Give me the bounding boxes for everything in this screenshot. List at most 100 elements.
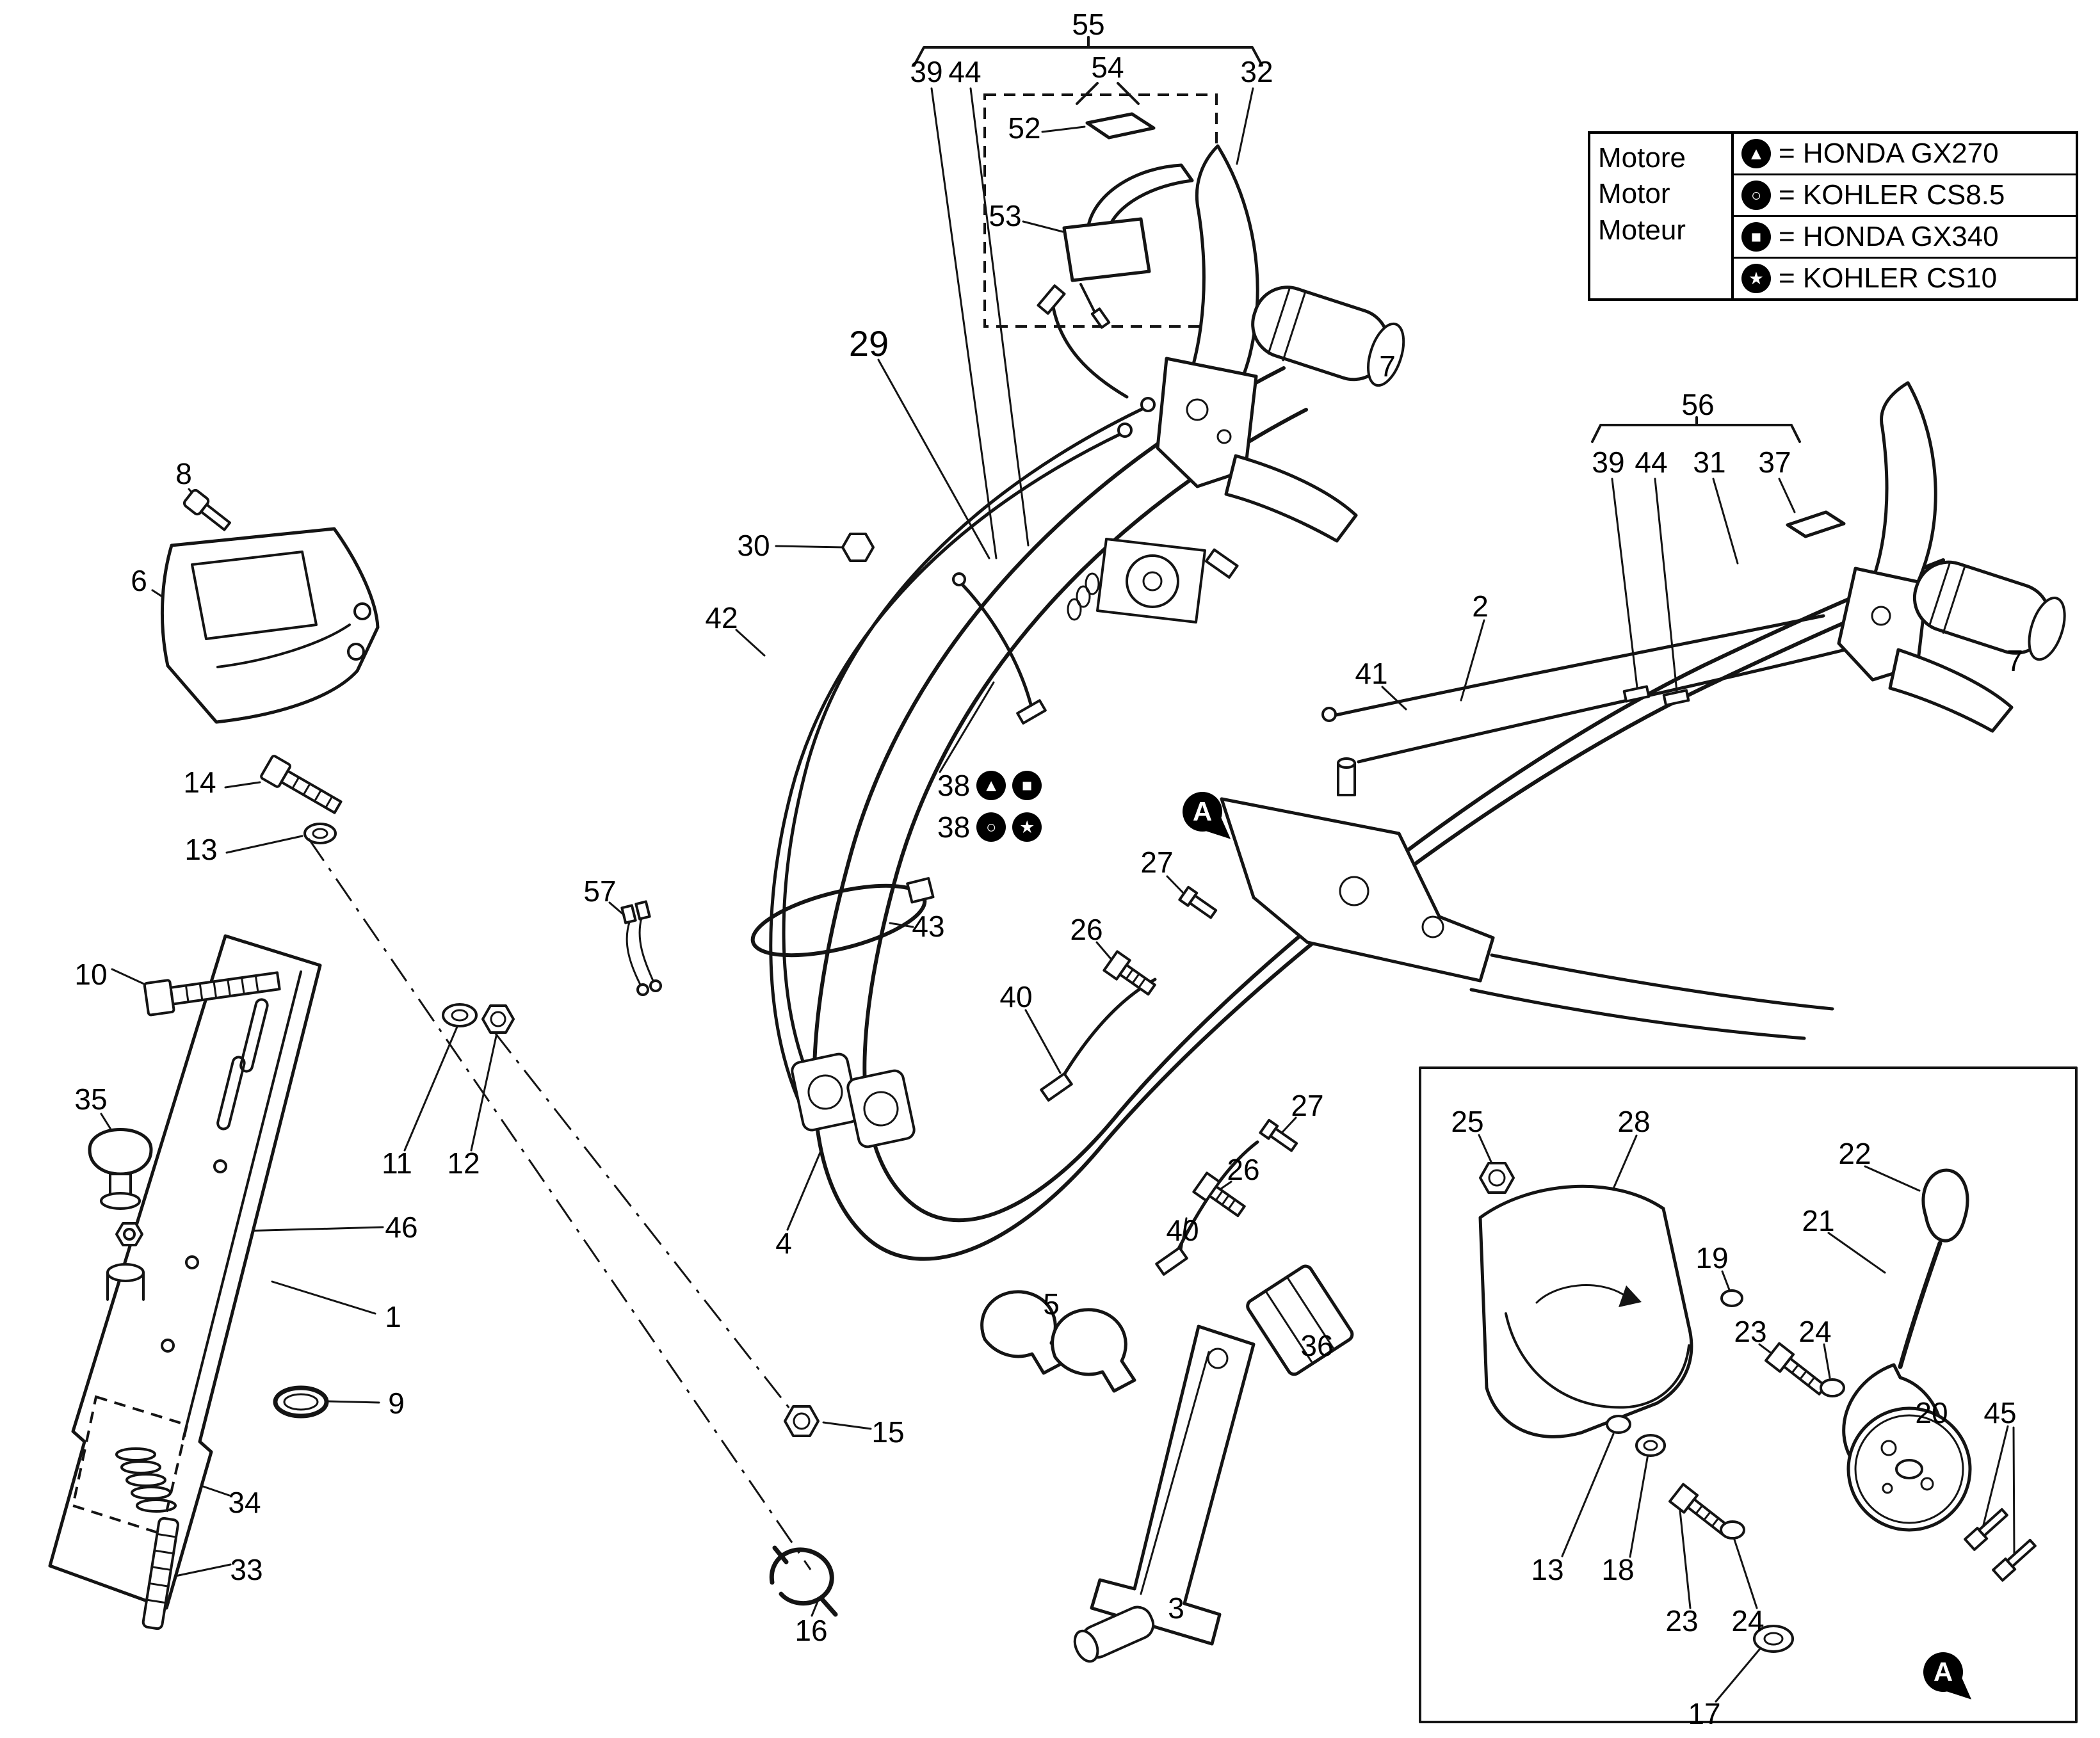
part-callout-22: 22 <box>1838 1137 1871 1170</box>
part-callout-32: 32 <box>1240 55 1273 88</box>
part-callout-36: 36 <box>1300 1329 1334 1362</box>
part-callout-29: 29 <box>848 323 889 364</box>
part-callout-44: 44 <box>948 55 981 88</box>
cable-adjusters <box>1040 885 1298 1276</box>
part-callout-3: 3 <box>1168 1591 1184 1625</box>
part-callout-20: 20 <box>1915 1396 1948 1429</box>
legend-title-line: Motor <box>1598 178 1670 210</box>
part-callout-7: 7 <box>2007 644 2023 677</box>
legend-engine-label: = HONDA GX270 <box>1779 138 1999 169</box>
legend-row-square: ■ = HONDA GX340 <box>1734 217 2076 259</box>
grouping-brackets <box>913 36 1801 443</box>
part-callout-13: 13 <box>184 833 218 866</box>
detail-marker-badge: A <box>1183 792 1222 832</box>
circle-symbol-icon: ○ <box>1741 181 1771 210</box>
part-callout-54: 54 <box>1091 51 1124 84</box>
part-callout-label: 38 <box>937 769 971 802</box>
part-callout-41: 41 <box>1355 657 1388 690</box>
part-callout-24: 24 <box>1731 1604 1765 1637</box>
frame-bracket <box>1220 757 1834 1040</box>
part-callout-39: 39 <box>910 55 943 88</box>
part-callout-28: 28 <box>1617 1105 1651 1138</box>
part-callout-33: 33 <box>230 1553 263 1586</box>
part-callout-11: 11 <box>382 1147 412 1180</box>
triangle-symbol-icon: ▲ <box>976 771 1006 800</box>
part-callout-6: 6 <box>131 564 147 597</box>
legend-row-circle: ○ = KOHLER CS8.5 <box>1734 175 2076 217</box>
stand-leg <box>980 1264 1354 1663</box>
detail-inset-box <box>1419 1066 2078 1723</box>
part-callout-14: 14 <box>183 766 216 799</box>
part-callout-34: 34 <box>228 1486 261 1519</box>
part-callout-52: 52 <box>1008 111 1041 145</box>
square-symbol-icon: ■ <box>1741 222 1771 252</box>
legend-title-line: Motore <box>1598 142 1686 173</box>
part-callout-27: 27 <box>1140 846 1174 879</box>
part-callout-53: 53 <box>989 199 1022 232</box>
part-callout-31: 31 <box>1693 446 1726 479</box>
part-callout-13: 13 <box>1531 1553 1564 1586</box>
part-callout-37: 37 <box>1758 446 1791 479</box>
part-callout-44: 44 <box>1635 446 1668 479</box>
legend-engine-label: = KOHLER CS8.5 <box>1779 179 2005 211</box>
part-callout-23: 23 <box>1665 1604 1699 1637</box>
part-callout-27: 27 <box>1291 1089 1324 1122</box>
part-callout-30: 30 <box>737 529 770 562</box>
part-callout-57: 57 <box>583 874 617 908</box>
part-callout-55: 55 <box>1072 8 1105 41</box>
part-callout-42: 42 <box>705 601 738 634</box>
detail-marker-badge: A <box>1923 1652 1963 1692</box>
handlebar-assembly <box>750 144 2066 1261</box>
part-callout-1: 1 <box>385 1300 401 1333</box>
part-callout-12: 12 <box>447 1147 480 1180</box>
part-callout-56: 56 <box>1681 388 1715 421</box>
legend-row-star: ★= KOHLER CS10 <box>1734 259 2076 298</box>
part-callout-39: 39 <box>1592 446 1625 479</box>
fasteners-left <box>115 755 838 1630</box>
legend-engine-label: = HONDA GX340 <box>1779 221 1999 252</box>
part-callout-45: 45 <box>1983 1396 2017 1429</box>
handlebar-support-column <box>48 934 329 1610</box>
detail-marker-A: A <box>1183 792 1238 848</box>
part-callout-26: 26 <box>1227 1153 1260 1186</box>
legend-title-line: Moteur <box>1598 214 1686 246</box>
wiring-harness <box>620 900 662 996</box>
part-callout-26: 26 <box>1070 913 1103 946</box>
part-callout-18: 18 <box>1601 1553 1635 1586</box>
part-callout-46: 46 <box>385 1211 418 1244</box>
legend-row-triangle: ▲= HONDA GX270 <box>1734 134 2076 175</box>
part-callout-2: 2 <box>1472 590 1489 623</box>
part-callout-25: 25 <box>1451 1105 1484 1138</box>
part-callout-35: 35 <box>74 1082 108 1116</box>
part-callout-19: 19 <box>1695 1241 1729 1275</box>
upper-cover <box>160 488 380 724</box>
part-callout-5: 5 <box>1043 1287 1060 1321</box>
part-callout-38-variant: 38▲■ <box>937 771 1042 800</box>
part-callout-label: 38 <box>937 810 971 844</box>
star-symbol-icon: ★ <box>1012 812 1042 842</box>
part-callout-43: 43 <box>912 910 945 943</box>
detail-marker-A: A <box>1923 1652 1979 1708</box>
part-callout-40: 40 <box>1166 1214 1199 1247</box>
part-callout-16: 16 <box>795 1614 828 1647</box>
part-callout-8: 8 <box>175 457 192 490</box>
part-callout-10: 10 <box>74 958 108 991</box>
part-callout-7: 7 <box>1379 350 1396 383</box>
legend-engine-label: = KOHLER CS10 <box>1779 262 1998 294</box>
part-callout-15: 15 <box>871 1415 905 1449</box>
square-symbol-icon: ■ <box>1012 771 1042 800</box>
part-callout-21: 21 <box>1802 1204 1835 1237</box>
part-callout-17: 17 <box>1688 1697 1721 1730</box>
part-callout-9: 9 <box>388 1387 405 1420</box>
part-callout-24: 24 <box>1798 1315 1832 1348</box>
part-callout-40: 40 <box>999 980 1033 1013</box>
legend-title: Motore Motor Moteur <box>1590 134 1734 298</box>
legend-rows: ▲= HONDA GX270 ○ = KOHLER CS8.5 ■ = HONDA GX… <box>1734 134 2076 298</box>
circle-symbol-icon: ○ <box>976 812 1006 842</box>
part-callout-23: 23 <box>1734 1315 1767 1348</box>
part-callout-4: 4 <box>775 1227 792 1260</box>
engine-legend: Motore Motor Moteur ▲= HONDA GX270 ○ = KOH… <box>1588 131 2078 301</box>
